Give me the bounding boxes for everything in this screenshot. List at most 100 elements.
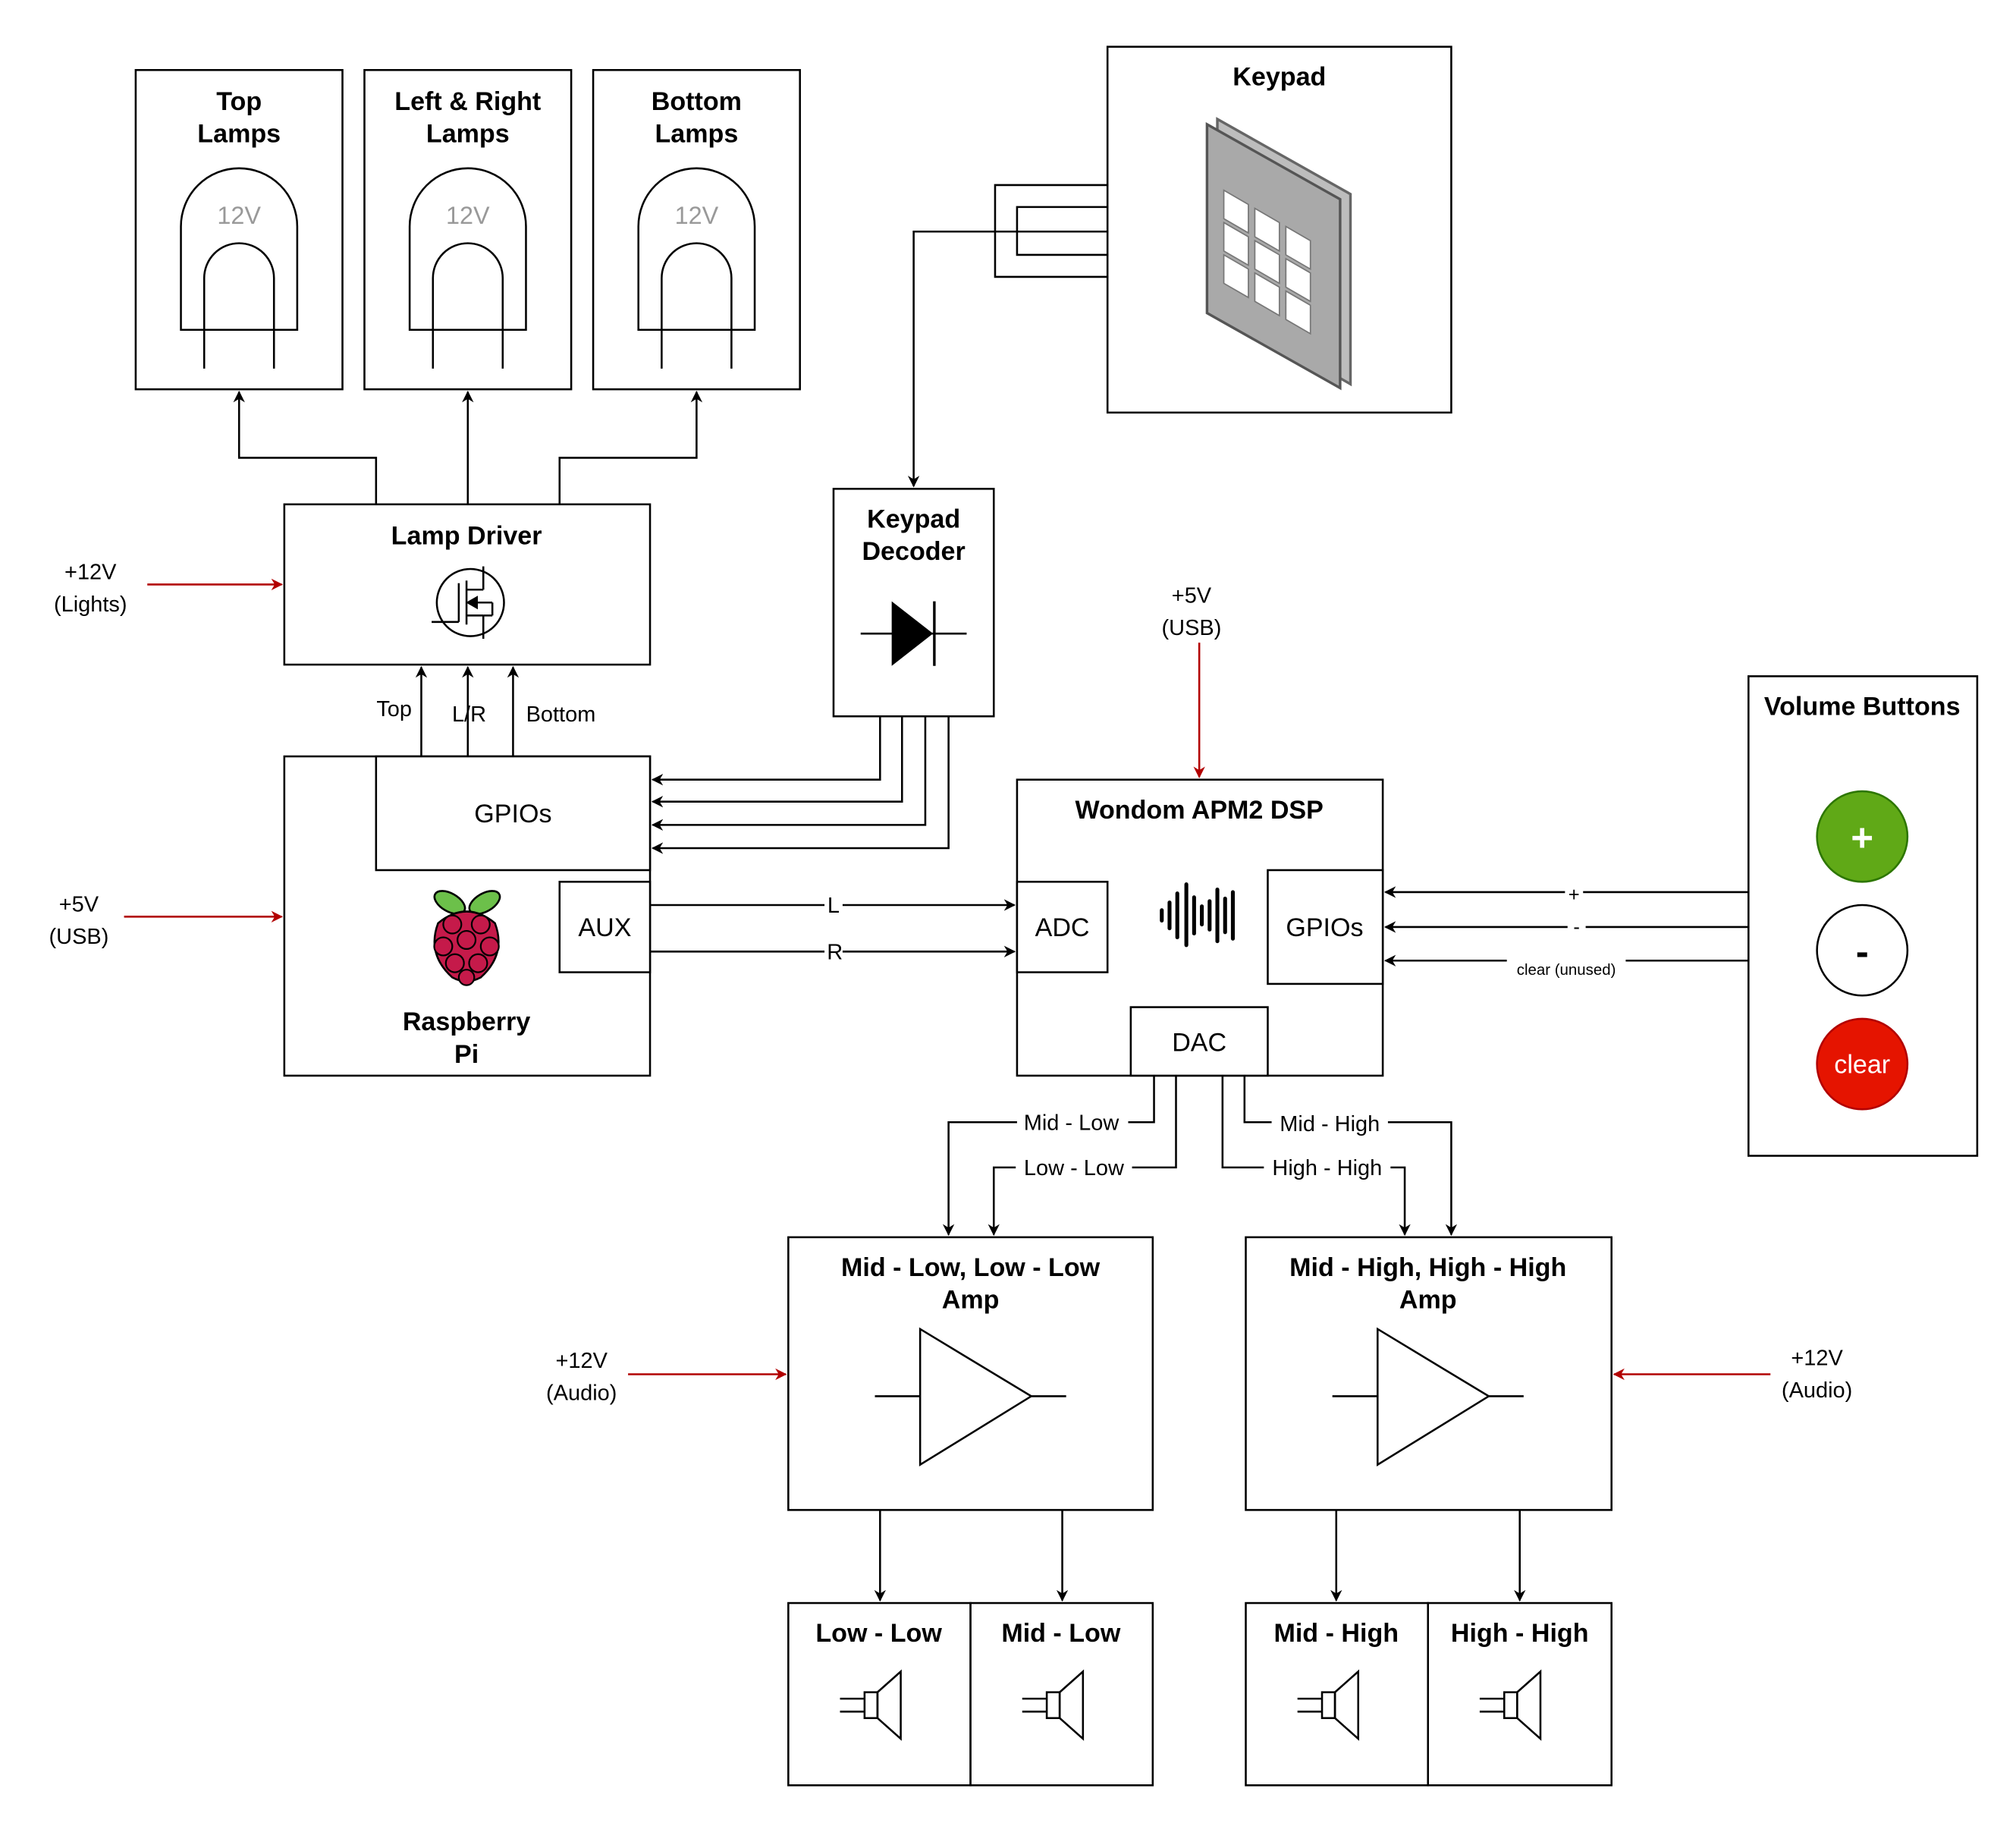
power-audio-right-label-2: (Audio) (1782, 1378, 1852, 1403)
high-amp-title-1: Mid - High, High - High (1289, 1253, 1566, 1282)
volume-line-plus-label: + (1569, 885, 1580, 906)
speaker-high-high: High - High (1427, 1601, 1612, 1787)
lamp-driver-title: Lamp Driver (391, 522, 542, 551)
volume-plus-button[interactable]: + (1816, 790, 1909, 883)
rpi-title-2: Pi (454, 1040, 479, 1069)
speaker-high-high-label: High - High (1451, 1619, 1589, 1648)
rpi-gpio-box (375, 755, 652, 872)
keypad-decoder-block: Keypad Decoder (832, 488, 995, 718)
low-amp-block: Mid - Low, Low - Low Amp (787, 1236, 1154, 1511)
raspberry-pi-block: GPIOs AUX Raspberry Pi (283, 755, 652, 1077)
decoder-to-gpio-lines (651, 716, 950, 854)
power-lights-label-1: +12V (64, 561, 117, 585)
top-lamps-title-1: Top (216, 87, 262, 116)
gpio-bottom-label: Bottom (526, 702, 596, 727)
power-usb-rpi-label-1: +5V (59, 893, 99, 917)
speaker-mid-low-label: Mid - Low (1001, 1619, 1121, 1648)
power-usb-dsp-label-2: (USB) (1162, 616, 1222, 640)
gpio-to-lamp-driver (415, 665, 520, 757)
power-usb-rpi: +5V (USB) (49, 893, 283, 949)
dac-low-low-label: Low - Low (1024, 1156, 1124, 1180)
speaker-icon (1297, 1669, 1360, 1741)
gpio-lr-label: L/R (452, 702, 486, 727)
power-audio-left: +12V (Audio) (546, 1349, 787, 1406)
lamp-icon (180, 167, 299, 369)
keypad-decoder-title-1: Keypad (867, 504, 960, 533)
power-lights: +12V (Lights) (54, 561, 283, 617)
bottom-lamps-title-1: Bottom (652, 87, 742, 116)
rpi-aux-label: AUX (578, 913, 631, 942)
bottom-lamps-title-2: Lamps (655, 120, 738, 149)
speaker-mid-high: Mid - High (1245, 1601, 1430, 1787)
dsp-adc-box (1016, 881, 1109, 973)
power-lights-label-2: (Lights) (54, 592, 127, 617)
amps-to-speakers (874, 1510, 1526, 1602)
volume-minus-button[interactable]: - (1816, 904, 1909, 997)
lamp-icon (408, 167, 527, 369)
top-lamps-block: Top Lamps 12V (134, 69, 344, 391)
volume-plus-label: + (1851, 816, 1873, 859)
high-amp-title-2: Amp (1399, 1286, 1457, 1315)
dsp-gpio-box (1267, 869, 1384, 985)
low-amp-title-2: Amp (942, 1286, 1000, 1315)
rpi-title-1: Raspberry (403, 1007, 531, 1036)
raspberry-pi-logo-icon (433, 890, 501, 986)
keypad-block: Keypad (1106, 46, 1452, 414)
dac-mid-low-label: Mid - Low (1024, 1111, 1119, 1135)
volume-clear-button[interactable]: clear (1816, 1017, 1909, 1111)
left-right-lamps-block: Left & Right Lamps 12V (363, 69, 573, 391)
volume-line-minus-label: - (1573, 916, 1580, 938)
lamp-driver-block: Lamp Driver (283, 503, 652, 666)
top-lamps-title-2: Lamps (197, 120, 281, 149)
left-right-lamps-title-1: Left & Right (394, 87, 541, 116)
keypad-title: Keypad (1233, 63, 1326, 92)
amplifier-icon (1332, 1327, 1524, 1467)
volume-line-clear-label: clear (unused) (1517, 961, 1616, 979)
power-usb-dsp-label-1: +5V (1172, 583, 1212, 608)
dsp-title: Wondom APM2 DSP (1075, 796, 1323, 825)
keypad-decoder-title-2: Decoder (862, 537, 965, 566)
aux-r-label: R (827, 941, 843, 965)
lamp-icon (637, 167, 756, 369)
speaker-icon (1479, 1669, 1542, 1741)
bottom-lamps-block: Bottom Lamps 12V (592, 69, 801, 391)
high-amp-block: Mid - High, High - High Amp (1245, 1236, 1612, 1511)
dsp-gpio-label: GPIOs (1286, 913, 1363, 942)
power-usb-dsp: +5V (USB) (1162, 583, 1222, 778)
dsp-dac-label: DAC (1172, 1029, 1226, 1058)
dac-mid-high-label: Mid - High (1280, 1112, 1380, 1136)
aux-l-label: L (827, 894, 840, 918)
volume-clear-label: clear (1834, 1050, 1890, 1079)
lamp-outputs (233, 391, 703, 504)
lamp-voltage-label: 12V (446, 202, 490, 229)
diode-icon (860, 601, 967, 666)
speaker-icon (840, 1669, 902, 1741)
keypad-icon (1205, 117, 1352, 391)
power-audio-left-label-2: (Audio) (546, 1381, 617, 1406)
speaker-icon (1022, 1669, 1085, 1741)
gpio-top-label: Top (376, 697, 412, 721)
low-amp-title-1: Mid - Low, Low - Low (841, 1253, 1101, 1282)
left-right-lamps-title-2: Lamps (426, 120, 510, 149)
amplifier-icon (875, 1327, 1066, 1467)
sound-wave-icon (1160, 882, 1236, 948)
rpi-gpio-label: GPIOs (474, 800, 551, 828)
lamp-voltage-label: 12V (675, 202, 719, 229)
speaker-mid-low: Mid - Low (969, 1601, 1154, 1787)
volume-buttons-title: Volume Buttons (1764, 693, 1961, 721)
power-audio-right-label-1: +12V (1791, 1347, 1843, 1371)
rpi-aux-box (558, 881, 652, 973)
power-audio-right: +12V (Audio) (1612, 1347, 1852, 1403)
lamp-voltage-label: 12V (217, 202, 261, 229)
power-usb-rpi-label-2: (USB) (49, 925, 109, 949)
dsp-adc-label: ADC (1035, 913, 1090, 942)
dsp-dac-box (1129, 1006, 1269, 1077)
volume-minus-label: - (1856, 929, 1869, 973)
mosfet-icon (432, 566, 505, 639)
power-audio-left-label-1: +12V (556, 1349, 608, 1373)
speaker-mid-high-label: Mid - High (1273, 1619, 1399, 1648)
dsp-block: Wondom APM2 DSP ADC GPIOs DAC (1016, 778, 1384, 1077)
keypad-cables (907, 184, 1108, 488)
speaker-low-low: Low - Low (787, 1601, 972, 1787)
